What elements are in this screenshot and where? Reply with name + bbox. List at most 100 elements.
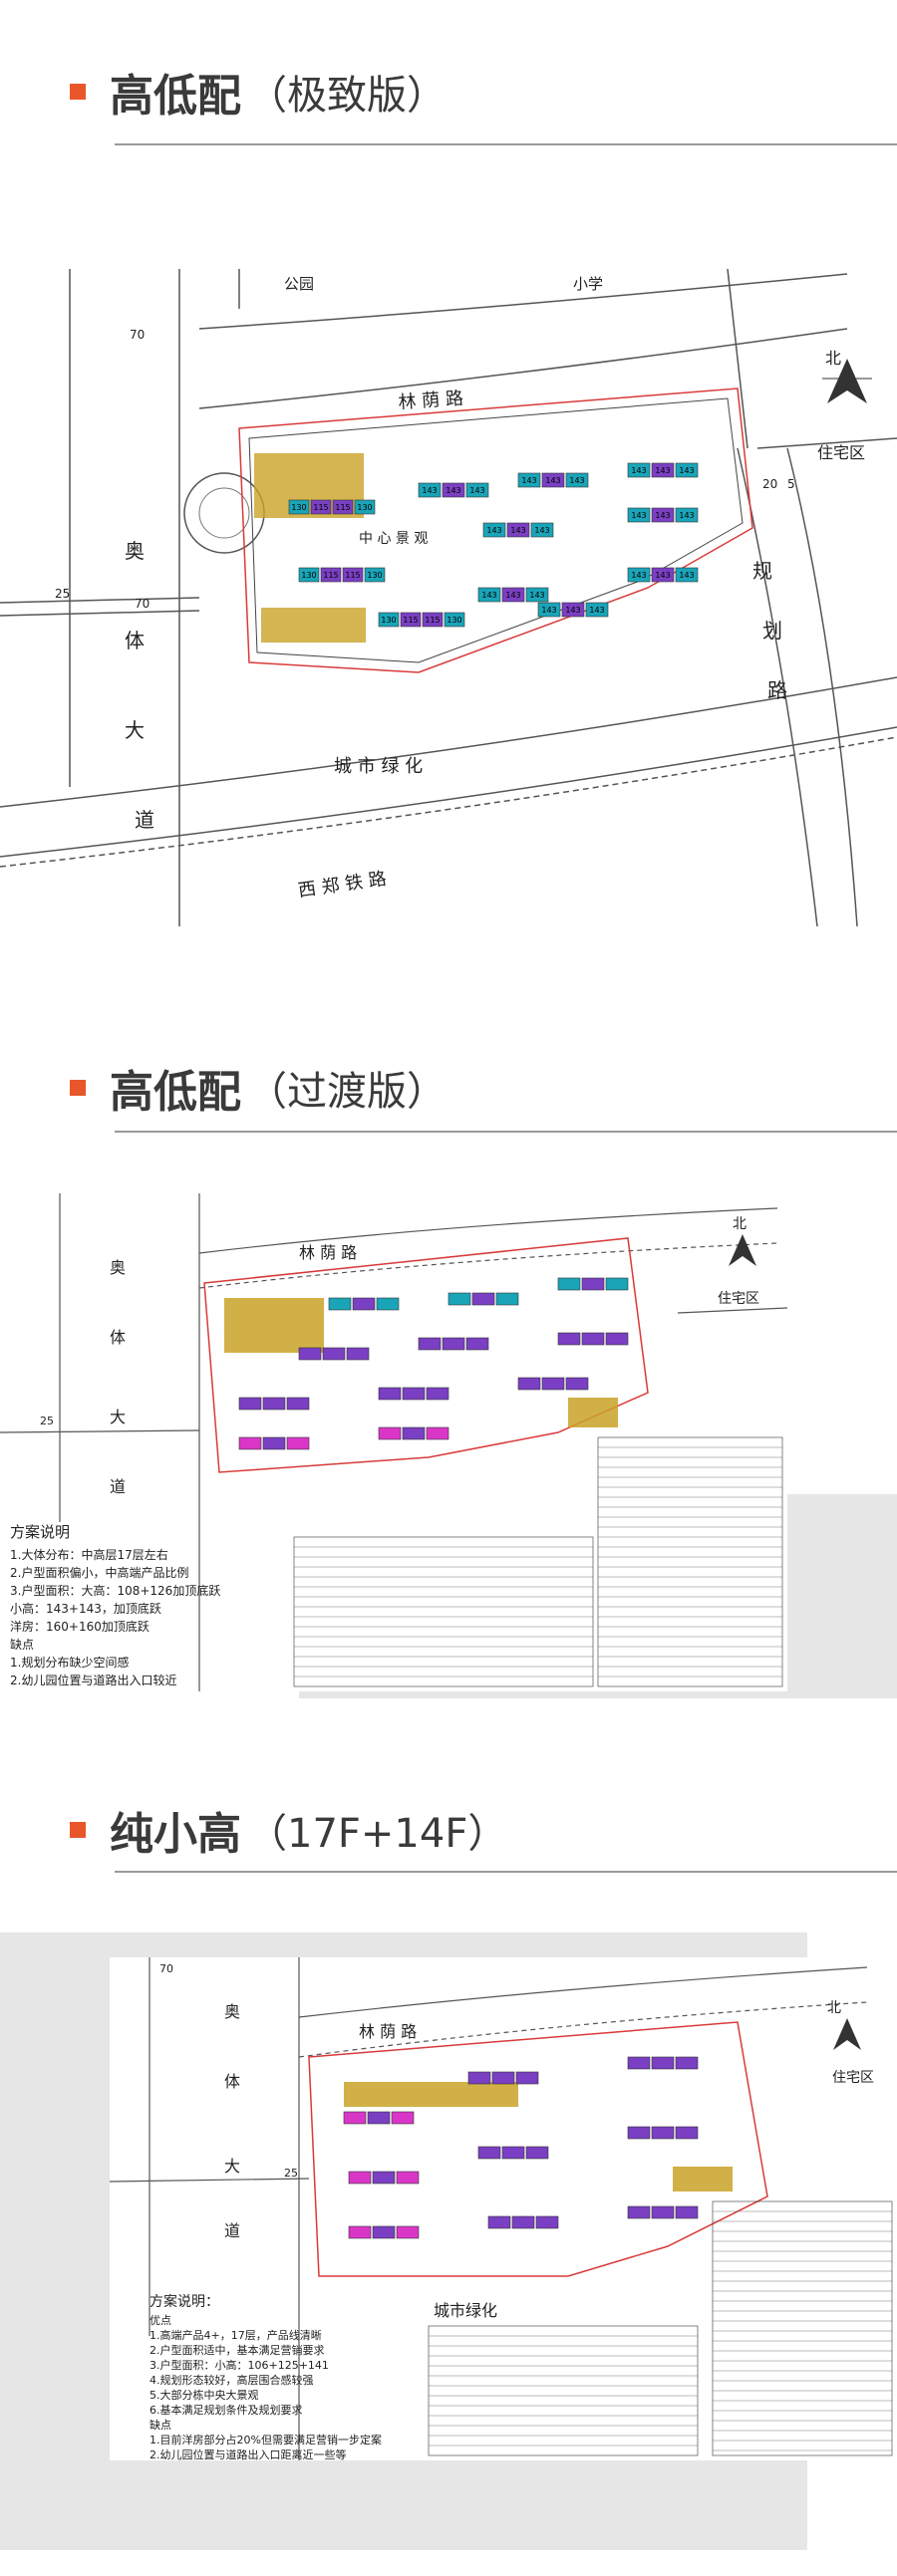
building-unit-label: 143 — [521, 476, 536, 485]
building-unit — [442, 482, 465, 498]
building-unit — [332, 499, 354, 515]
building-unit — [288, 499, 310, 515]
road-west-char-1: 奥 — [110, 1258, 126, 1277]
north-label: 北 — [825, 349, 841, 368]
building-unit — [675, 462, 699, 478]
building-unit — [471, 1292, 495, 1306]
site-plan-pure-small-high: 70 25 林 荫 路 奥 体 大 道 住宅区 北 城市绿化 方案说明： 优点 … — [110, 1957, 897, 2460]
note-line: 2.幼儿园位置与道路出入口距离近一些等 — [150, 2447, 347, 2460]
note-line: 2.幼儿园位置与道路出入口较近 — [10, 1673, 176, 1687]
building-unit — [581, 1332, 605, 1346]
building-unit-label: 130 — [291, 503, 306, 512]
building-unit-label: 143 — [529, 591, 544, 600]
building-unit-label: 143 — [510, 526, 525, 535]
dimension-25-label: 25 — [55, 587, 70, 601]
building-unit-label: 143 — [481, 591, 496, 600]
road-west-char-3: 大 — [125, 718, 145, 742]
building-unit-label: 143 — [505, 591, 520, 600]
note-line: 6.基本满足规划条件及规划要求 — [150, 2403, 303, 2417]
building-unit — [298, 1347, 322, 1361]
note-line: 1.大体分布：中高层17层左右 — [10, 1547, 168, 1562]
building-unit — [400, 612, 422, 628]
building-unit — [675, 2205, 699, 2219]
road-north-label: 林 荫 路 — [299, 1243, 357, 1262]
building-unit — [565, 472, 589, 488]
building-unit — [651, 567, 675, 583]
building-unit — [517, 1377, 541, 1391]
building-unit — [517, 472, 541, 488]
building-unit — [675, 2126, 699, 2140]
building-unit — [238, 1436, 262, 1450]
building-unit — [378, 612, 400, 628]
building-unit — [364, 567, 386, 583]
building-unit-label: 143 — [446, 486, 460, 495]
building-unit — [354, 499, 376, 515]
building-unit — [426, 1426, 449, 1440]
city-green-label: 城市绿化 — [434, 2301, 497, 2320]
building-unit — [346, 1347, 370, 1361]
road-west-char-4: 道 — [135, 808, 154, 832]
note-line: 小高：143+143，加顶底跃 — [10, 1601, 161, 1616]
note-line: 3.户型面积：小高：106+125+141 — [150, 2358, 329, 2372]
building-unit — [477, 587, 501, 603]
building-unit — [367, 2111, 391, 2125]
section-title-2: 高低配 （过渡版） — [70, 1056, 447, 1120]
building-unit — [651, 507, 675, 523]
building-unit — [262, 1397, 286, 1411]
note-line: 4.规划形态较好，高层围合感较强 — [150, 2373, 314, 2387]
building-unit — [537, 602, 561, 618]
building-unit — [675, 507, 699, 523]
building-unit — [352, 1297, 376, 1311]
north-arrow-icon — [822, 359, 872, 403]
building-unit — [525, 2146, 549, 2160]
building-unit — [396, 2225, 420, 2239]
building-unit — [262, 1436, 286, 1450]
building-unit — [298, 567, 320, 583]
building-unit — [348, 2225, 372, 2239]
building-unit — [627, 2126, 651, 2140]
building-unit-label: 130 — [447, 616, 461, 625]
building-unit-label: 130 — [367, 571, 382, 580]
building-unit-label: 143 — [469, 486, 484, 495]
section-divider — [115, 1871, 897, 1873]
note-line: 1.目前洋房部分占20%但需要满足营销一步定案 — [150, 2433, 382, 2447]
building-unit — [238, 1397, 262, 1411]
building-unit — [487, 2215, 511, 2229]
building-unit — [482, 522, 506, 538]
north-arrow-icon — [833, 2018, 861, 2050]
dimension-70-label: 70 — [159, 1962, 173, 1975]
building-unit — [651, 462, 675, 478]
building-unit-label: 143 — [631, 511, 646, 520]
building-unit — [675, 2056, 699, 2070]
note-line: 1.高端产品4+，17层，产品线清晰 — [150, 2328, 322, 2342]
dimension-25-label: 25 — [284, 2167, 298, 2180]
dimension-5-label: 5 — [787, 477, 795, 491]
building-unit — [320, 567, 342, 583]
building-unit — [343, 2111, 367, 2125]
building-unit — [426, 1387, 449, 1401]
dimension-20-label: 20 — [762, 477, 777, 491]
building-unit-label: 143 — [565, 606, 580, 615]
bullet-square — [70, 84, 86, 100]
road-west-char-3: 大 — [224, 2157, 240, 2176]
building-unit — [565, 1377, 589, 1391]
building-unit-label: 130 — [381, 616, 396, 625]
building-unit — [391, 2111, 415, 2125]
road-east-char-1: 规 — [752, 559, 772, 583]
notes-title: 方案说明 — [10, 1523, 70, 1541]
building-unit — [627, 567, 651, 583]
building-unit — [561, 602, 585, 618]
central-landscape-label: 中 心 景 观 — [359, 531, 428, 547]
building-unit-label: 143 — [486, 526, 501, 535]
building-unit — [525, 587, 549, 603]
building-unit — [342, 567, 364, 583]
building-unit-label: 130 — [357, 503, 372, 512]
note-line: 洋房：160+160加顶底跃 — [10, 1619, 150, 1634]
building-unit — [348, 2171, 372, 2185]
building-unit — [651, 2126, 675, 2140]
site-plan-transition: 林 荫 路 奥 体 大 道 25 住宅区 北 方案说明 1.大体分布：中高层17… — [0, 1193, 787, 1691]
building-unit — [372, 2225, 396, 2239]
north-arrow-icon — [729, 1234, 756, 1266]
building-unit — [651, 2056, 675, 2070]
north-label: 北 — [827, 2000, 841, 2016]
